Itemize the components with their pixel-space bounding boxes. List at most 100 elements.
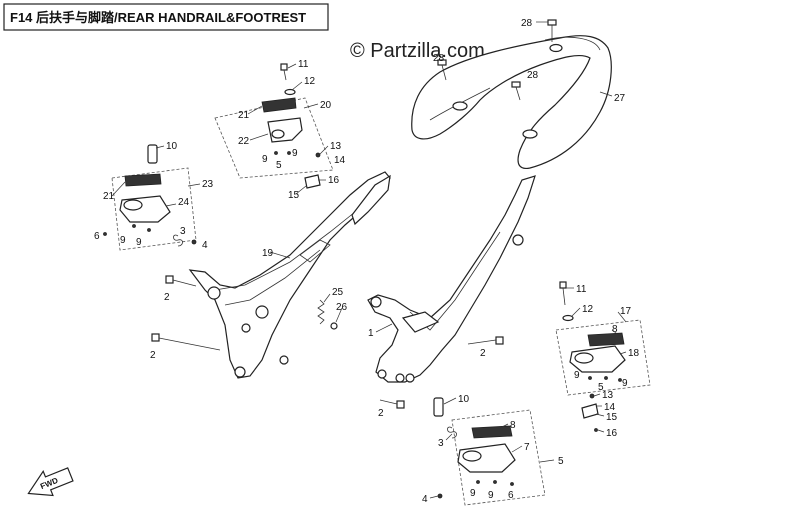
footpeg-body-22-top: [267, 117, 303, 143]
fwd-arrow-icon: FWD: [27, 467, 74, 497]
diagram-title: F14 后扶手与脚踏/REAR HANDRAIL&FOOTREST: [10, 10, 306, 25]
callout-21-top: 21: [238, 110, 250, 121]
callout-19: 19: [262, 248, 274, 259]
spring-3-bottom: [447, 426, 457, 439]
small-part-4-left: [191, 239, 197, 245]
callout-5-right: 5: [598, 382, 604, 393]
bolt-2-d: [379, 399, 405, 409]
callout-13-top: 13: [330, 141, 342, 152]
callout-16-top: 16: [328, 175, 340, 186]
bolt-28-right: [511, 81, 521, 101]
bolt-2-c: [467, 336, 504, 345]
spring-25: [317, 299, 325, 325]
callout-14-top: 14: [334, 155, 346, 166]
callout-10-left: 10: [166, 141, 178, 152]
callout-5-bottom: 5: [558, 456, 564, 467]
callout-4-bottom: 4: [422, 494, 428, 505]
callout-9-left-a: 9: [120, 235, 126, 246]
small-part-5-top: [287, 151, 291, 155]
washer-12-top: [284, 88, 296, 96]
left-footrest-bracket-part: [188, 171, 391, 379]
pin-26: [330, 322, 338, 330]
callout-9-bottom-a: 9: [470, 488, 476, 499]
callout-6-left: 6: [94, 231, 100, 242]
callout-28-top: 28: [521, 18, 533, 29]
bolt-11-right: [559, 281, 567, 306]
callout-4-left: 4: [202, 240, 208, 251]
bolt-2-a: [165, 275, 197, 287]
callout-labels: 28 28 28 27 11 12 20 21 22 9 5 9 13 14 1…: [94, 18, 640, 505]
small-part-9-left-a: [132, 224, 136, 228]
bolt-28-top: [547, 19, 557, 42]
callout-15-top: 15: [288, 190, 300, 201]
footpeg-8-bottom: [471, 425, 513, 439]
callout-26: 26: [336, 302, 348, 313]
small-part-6-bottom: [510, 482, 514, 486]
small-part-9-left-b: [147, 228, 151, 232]
small-part-9-right-b: [618, 378, 622, 382]
callout-6-bottom: 6: [508, 490, 514, 501]
callout-9-top-a: 9: [262, 154, 268, 165]
callout-21-left: 21: [103, 191, 115, 202]
right-footrest-bracket-part: [367, 175, 536, 383]
small-part-9-bottom-a: [476, 480, 480, 484]
callout-2-c: 2: [480, 348, 486, 359]
callout-3-bottom: 3: [438, 438, 444, 449]
callout-9-right-a: 9: [574, 370, 580, 381]
callout-25: 25: [332, 287, 344, 298]
group-outline-23: [111, 167, 197, 251]
callout-1: 1: [368, 328, 374, 339]
leader-lines: [111, 63, 627, 499]
small-part-9-right-a: [588, 376, 592, 380]
callout-11-right: 11: [576, 284, 587, 295]
bolt-11-top: [280, 63, 288, 81]
callout-12-right: 12: [582, 304, 594, 315]
callout-18: 18: [628, 348, 640, 359]
callout-16-right: 16: [606, 428, 618, 439]
small-part-6-left: [103, 232, 107, 236]
callout-9-right-b: 9: [622, 378, 628, 389]
bolt-28-left: [437, 59, 447, 81]
callout-2-b: 2: [150, 350, 156, 361]
small-part-5-right: [604, 376, 608, 380]
callout-2-a: 2: [164, 292, 170, 303]
footpeg-21-left: [124, 173, 162, 187]
callout-12-top: 12: [304, 76, 316, 87]
callout-3-left: 3: [180, 226, 186, 237]
callout-8-bottom: 8: [510, 420, 516, 431]
footpeg-21-top: [261, 97, 297, 113]
callout-5-top: 5: [276, 160, 282, 171]
callout-15-right: 15: [606, 412, 618, 423]
small-part-9-top: [274, 151, 278, 155]
spring-3-left: [173, 234, 183, 247]
callout-10-bottom: 10: [458, 394, 470, 405]
small-part-13-top: [315, 152, 321, 158]
callout-9-bottom-b: 9: [488, 490, 494, 501]
callout-17: 17: [620, 306, 632, 317]
small-part-9-bottom-b: [493, 480, 497, 484]
plate-16-top: [304, 174, 321, 189]
small-part-16-right: [594, 428, 598, 432]
callout-9-left-b: 9: [136, 237, 142, 248]
footpeg-8-right: [587, 332, 625, 347]
pin-10-bottom: [433, 397, 444, 417]
callout-7: 7: [524, 442, 530, 453]
footpeg-body-7-bottom: [457, 443, 516, 473]
callout-14-right: 14: [604, 402, 616, 413]
callout-9-top-b: 9: [292, 148, 298, 159]
callout-13-right: 13: [602, 390, 614, 401]
callout-28-right: 28: [527, 70, 539, 81]
small-part-13-right: [589, 393, 595, 399]
pin-10-left: [147, 144, 158, 164]
watermark-text: © Partzilla.com: [350, 40, 485, 62]
callout-27: 27: [614, 93, 626, 104]
callout-24: 24: [178, 197, 190, 208]
footpeg-body-24-left: [119, 195, 171, 223]
title-box: [3, 3, 329, 31]
callout-2-d: 2: [378, 408, 384, 419]
group-outline-5: [451, 409, 546, 506]
bolt-2-b: [151, 333, 221, 351]
callout-20: 20: [320, 100, 332, 111]
